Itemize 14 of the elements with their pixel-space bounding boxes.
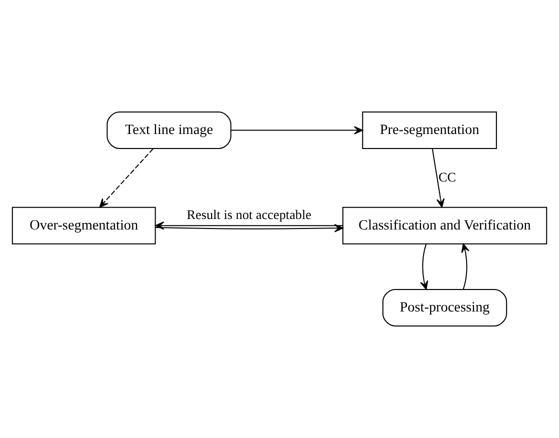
node-box: Text line image [106,112,232,150]
arrow [432,148,445,208]
arrow [231,126,363,134]
arrow [461,243,470,290]
node-box: Classification and Verification [342,206,548,244]
node-box: Pre-segmentation [362,112,497,150]
arrow [420,244,428,290]
node-box: Post-processing [382,288,508,326]
arrow [155,224,344,232]
arrow [155,221,343,230]
node-box: Over-segmentation [12,206,156,244]
arrow [99,148,154,208]
edge-label: Result is not acceptable [186,206,312,222]
edge-label: CC [438,169,456,184]
